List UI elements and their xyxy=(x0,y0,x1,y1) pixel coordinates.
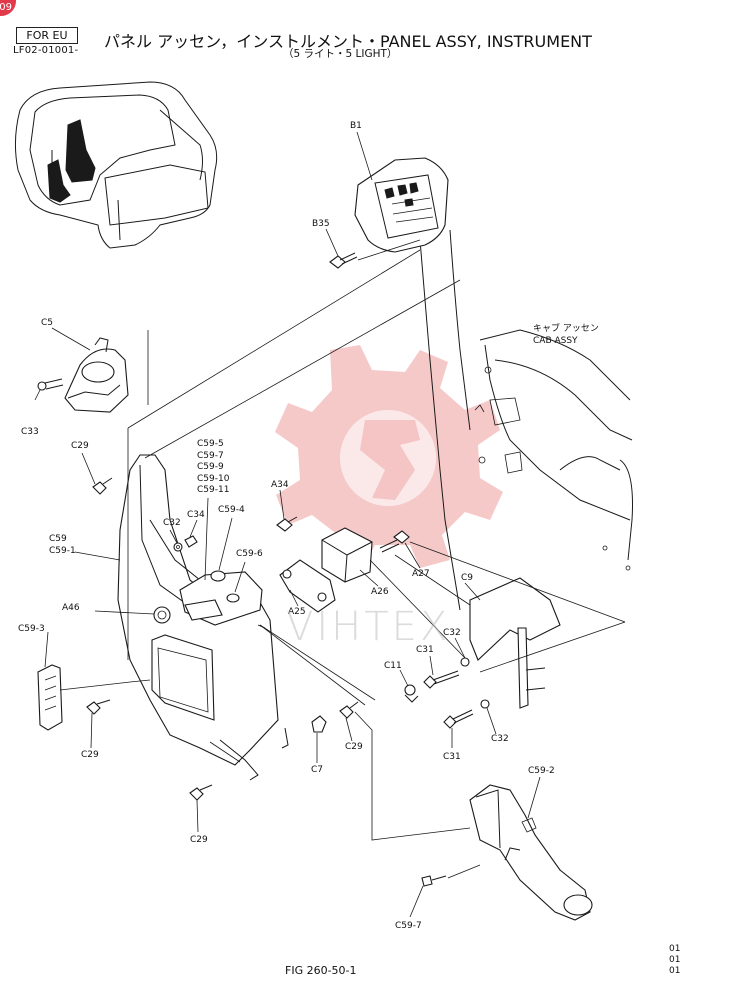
callout-c29-upper: C29 xyxy=(71,441,89,451)
screw-a34 xyxy=(276,516,298,532)
plug-c7 xyxy=(311,715,327,733)
callout-a26: A26 xyxy=(371,587,389,597)
callout-c59-4: C59-4 xyxy=(218,505,245,515)
catalog-code: LF02-01001- xyxy=(13,45,79,56)
watermark-text: VIHTEX xyxy=(286,604,451,650)
callout-c33: C33 xyxy=(21,427,39,437)
clip-c11 xyxy=(404,684,419,703)
instrument-panel-b1 xyxy=(354,157,449,253)
screws-c31 xyxy=(423,670,474,729)
bolt-a27 xyxy=(379,530,410,553)
callout-a25: A25 xyxy=(288,607,306,617)
callout-c59-6: C59-6 xyxy=(236,549,263,559)
callout-c29-mid: C29 xyxy=(345,742,363,752)
screw-c33 xyxy=(37,378,64,391)
callout-c32-lower: C32 xyxy=(491,734,509,744)
callout-b35: B35 xyxy=(312,219,330,229)
callout-c9: C9 xyxy=(461,573,474,583)
screw-b35 xyxy=(329,252,358,269)
watermark-logo xyxy=(275,345,503,570)
vent-c59-3 xyxy=(37,664,63,731)
callout-a46: A46 xyxy=(62,603,80,613)
callout-group-c59: C59-5 C59-7 C59-9 C59-10 C59-11 xyxy=(197,439,229,497)
revision-2: 01 xyxy=(669,955,681,965)
callout-c59-11: C59-11 xyxy=(197,485,230,495)
page-title: パネル アッセン，インストルメント・PANEL ASSY, INSTRUMENT xyxy=(104,32,592,51)
callout-c11: C11 xyxy=(384,661,402,671)
callout-c7: C7 xyxy=(311,765,324,775)
cab-assy-label-en: CAB ASSY xyxy=(533,335,578,346)
callout-group-c59-c59-1: C59 C59-1 xyxy=(49,534,76,557)
duct-c59-2 xyxy=(469,784,593,921)
cab-assy-label: キャブ アッセン CAB ASSY xyxy=(533,324,599,347)
bracket-c5 xyxy=(64,337,129,413)
callout-c29-left: C29 xyxy=(81,750,99,760)
callout-c59-3: C59-3 xyxy=(18,624,45,634)
console-panel-c59 xyxy=(117,454,289,781)
callout-c59-9: C59-9 xyxy=(197,462,224,472)
callout-c59-10: C59-10 xyxy=(197,473,230,484)
screws-c29 xyxy=(86,477,359,801)
cab-frame xyxy=(419,229,633,611)
callout-c34: C34 xyxy=(187,510,205,520)
callout-c59: C59 xyxy=(49,534,67,544)
callout-c31-upper: C31 xyxy=(416,645,434,655)
callout-c59-1: C59-1 xyxy=(49,545,76,556)
block-a26 xyxy=(321,527,373,583)
bracket-c9 xyxy=(469,577,561,709)
leader-lines xyxy=(34,131,626,918)
page-subtitle: （5 ライト・5 LIGHT） xyxy=(283,48,398,60)
revision-1: 01 xyxy=(669,944,681,954)
cab-assy-label-jp: キャブ アッセン xyxy=(533,324,599,334)
bracket-a25 xyxy=(279,559,336,613)
callout-c5: C5 xyxy=(41,318,54,328)
callout-b1: B1 xyxy=(350,121,362,131)
callout-c59-7-top: C59-7 xyxy=(197,450,224,461)
figure-number: FIG 260-50-1 xyxy=(285,964,357,977)
revision-3: 01 xyxy=(669,966,681,976)
callout-c59-2: C59-2 xyxy=(528,766,555,776)
callout-c32-left: C32 xyxy=(163,518,181,528)
callout-c29-bottom: C29 xyxy=(190,835,208,845)
callout-a34: A34 xyxy=(271,480,289,490)
callout-c59-5: C59-5 xyxy=(197,439,224,449)
callout-c32-right: C32 xyxy=(443,628,461,638)
screw-c59-7 xyxy=(421,875,447,887)
callout-c59-7: C59-7 xyxy=(395,921,422,931)
callout-a27: A27 xyxy=(412,569,430,579)
region-tag: FOR EU xyxy=(16,27,78,44)
callout-c31-lower: C31 xyxy=(443,752,461,762)
cab-overview-sketch xyxy=(14,81,218,249)
